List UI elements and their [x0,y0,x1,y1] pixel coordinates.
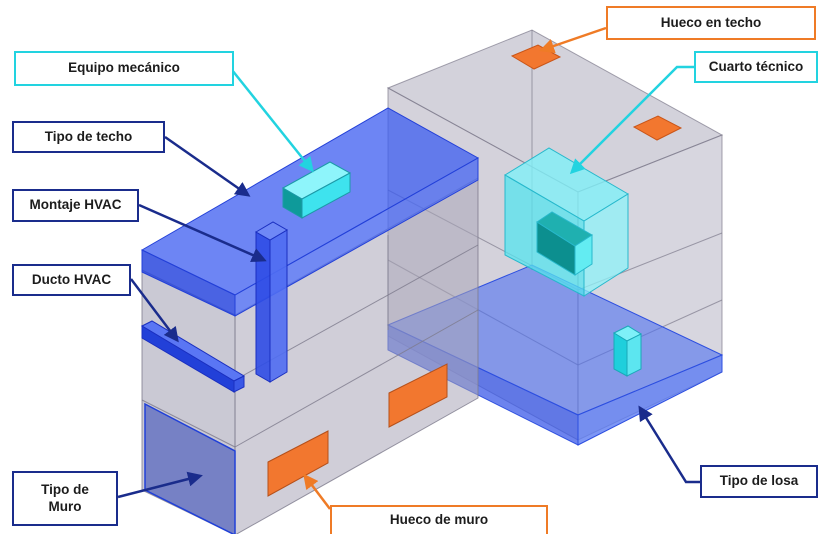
tech-room-side [583,193,629,297]
label-technical-room-text: Cuarto técnico [708,58,804,74]
label-hvac-duct-text: Ducto HVAC [31,271,112,287]
technical-room-cube [504,147,629,297]
hvac-mount-top [255,221,288,241]
wall-type-panel [144,402,236,534]
arrow-technical-room [569,65,694,175]
left-wing-floor-line [234,309,479,448]
hvac-mount-front [255,231,271,383]
wall-openings [267,363,448,497]
hvac-duct-end [233,375,245,393]
hvac-mount-side [269,229,288,383]
wall-opening-rect [267,430,329,497]
roof-slab-side-edge [234,157,479,317]
tech-room-equipment-side [574,234,593,276]
mech-box-side [301,172,351,219]
label-roof-type-text: Tipo de techo [44,128,133,144]
arrow-roof-type [164,135,251,197]
arrow-slab-type [638,405,700,484]
callout-arrows [117,26,700,510]
label-hvac-mount-text: Montaje HVAC [29,197,122,213]
label-slab-type-text: Tipo de losa [719,473,799,489]
label-technical-room: Cuarto técnico [694,51,818,83]
label-mechanical-equipment: Equipo mecánico [14,51,234,86]
arrow-mechanical-equipment [231,69,314,173]
label-slab-type: Tipo de losa [700,465,818,498]
arrow-hvac-duct [130,278,179,343]
slab-side-edge [577,354,723,446]
label-hvac-duct: Ducto HVAC [12,264,131,296]
hvac-mount-column [255,221,288,383]
mechanical-equipment-box [281,161,352,219]
label-roof-type: Tipo de techo [12,121,165,153]
arrow-roof-opening [539,26,607,54]
slab-equipment-box [612,325,643,377]
label-wall-type-text-line2: Muro [48,498,82,514]
slab-box-side [626,333,642,377]
arrow-wall-opening [303,473,331,510]
label-mechanical-equipment-text: Equipo mecánico [68,60,180,76]
label-wall-opening: Hueco de muro [330,505,548,534]
wall-opening-rect [388,363,448,428]
arrow-wall-type [117,471,203,499]
arrow-hvac-mount [138,203,267,263]
label-hvac-mount: Montaje HVAC [12,189,139,222]
label-wall-type-text-line1: Tipo de [41,482,89,498]
wall-panel-face [144,402,236,534]
label-wall-type: Tipo de Muro [12,471,118,526]
slab-box-front [613,332,628,377]
roof-opening-square [632,115,683,141]
label-wall-opening-text: Hueco de muro [389,512,489,528]
left-wing-floor-line [141,399,236,448]
label-roof-opening-text: Hueco en techo [660,14,762,30]
label-roof-opening: Hueco en techo [606,6,816,40]
